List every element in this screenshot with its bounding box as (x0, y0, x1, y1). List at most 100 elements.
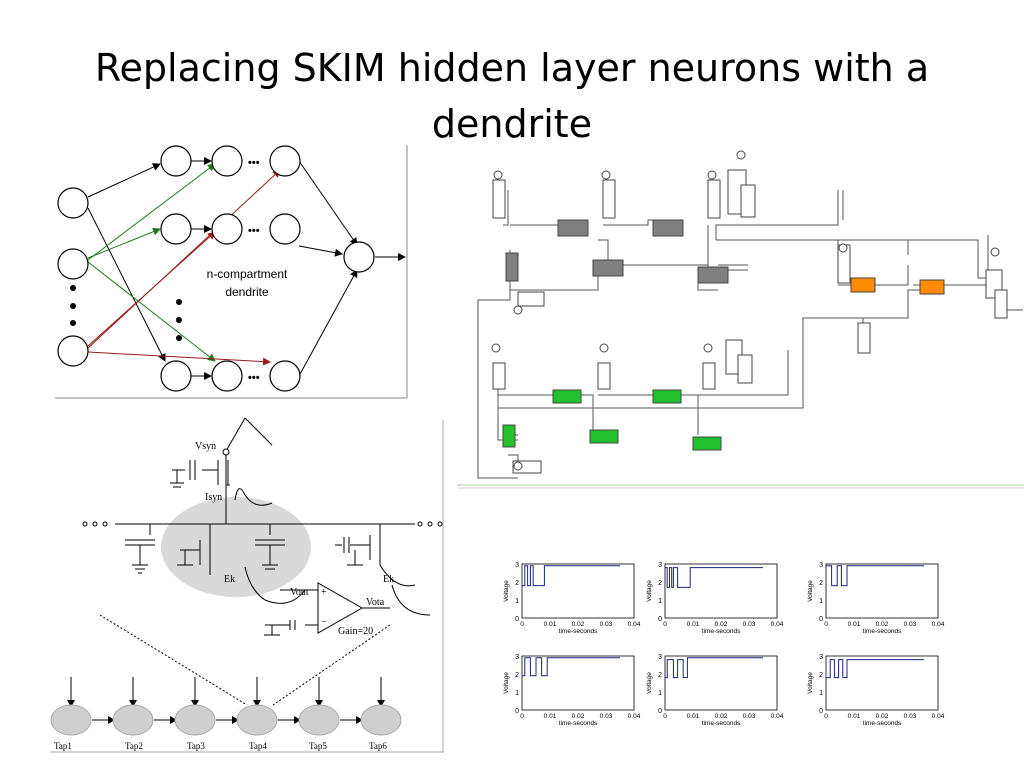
voltage-series-line (522, 657, 620, 677)
label-vsyn: Vsyn (195, 441, 216, 452)
output-neuron (343, 241, 375, 273)
x-tick-label: 0.03 (904, 713, 917, 720)
x-tick-label: 0.03 (904, 621, 917, 628)
x-axis-label: time-seconds (559, 720, 598, 727)
circuit-diagram: Vsyn Isyn Ek Ek Vout Vota Gain=20 + − Ta… (50, 417, 444, 753)
x-axis-label: time-seconds (863, 720, 902, 727)
y-tick-label: 2 (515, 580, 519, 587)
label-ek-left: Ek (224, 574, 235, 585)
x-tick-label: 0 (824, 713, 828, 720)
tap-label: Tap5 (309, 741, 327, 751)
dendrite-label-line2: dendrite (225, 285, 269, 299)
dendrite-row-bottom (160, 360, 301, 392)
x-tick-label: 0.01 (848, 621, 861, 628)
x-tick-label: 0 (520, 621, 524, 628)
y-tick-label: 2 (658, 580, 662, 587)
voltage-series-line (826, 659, 924, 679)
y-axis-label: Voltage (807, 672, 814, 694)
y-tick-label: 2 (819, 580, 823, 587)
y-tick-label: 0 (658, 708, 662, 715)
y-tick-label: 3 (819, 562, 823, 569)
x-tick-label: 0.03 (600, 713, 613, 720)
x-tick-label: 0.02 (876, 713, 889, 720)
x-tick-label: 0.04 (628, 621, 641, 628)
x-tick-label: 0 (663, 713, 667, 720)
y-axis-label: Voltage (807, 580, 814, 602)
y-axis-label: Voltage (646, 580, 653, 602)
tap-label: Tap4 (249, 741, 267, 751)
label-vota: Vota (366, 597, 385, 608)
panel-divider (460, 484, 1024, 486)
x-axis-label: time-seconds (702, 720, 741, 727)
y-tick-label: 2 (658, 672, 662, 679)
y-tick-label: 3 (515, 562, 519, 569)
label-isyn: Isyn (205, 492, 222, 503)
slide-title-line1: Replacing SKIM hidden layer neurons with… (94, 46, 930, 90)
x-tick-label: 0.04 (932, 621, 945, 628)
x-tick-label: 0.02 (572, 713, 585, 720)
y-tick-label: 1 (515, 690, 519, 697)
input-neuron (57, 187, 89, 219)
y-tick-label: 3 (819, 654, 823, 661)
block-schematic (458, 150, 1024, 489)
x-axis-label: time-seconds (559, 628, 598, 635)
y-tick-label: 1 (819, 598, 823, 605)
dendrite-row-top (160, 145, 301, 177)
x-tick-label: 0.03 (743, 713, 756, 720)
tap-label: Tap3 (187, 741, 205, 751)
y-tick-label: 2 (819, 672, 823, 679)
ellipsis-top: ••• (248, 157, 260, 169)
tap-label: Tap6 (369, 741, 387, 751)
lower-blocks (492, 339, 753, 474)
tap-arrowheads (67, 700, 385, 724)
vertical-ellipsis (70, 285, 182, 341)
x-tick-label: 0.02 (572, 621, 585, 628)
y-tick-label: 0 (819, 616, 823, 623)
x-tick-label: 0.04 (932, 713, 945, 720)
y-axis-label: Voltage (503, 580, 510, 602)
dendrite-row-middle (160, 213, 301, 245)
x-tick-label: 0.02 (876, 621, 889, 628)
y-tick-label: 0 (515, 708, 519, 715)
plot-frame (664, 563, 778, 619)
x-tick-label: 0.01 (687, 621, 700, 628)
plot-frame (825, 563, 939, 619)
voltage-series-line (665, 657, 763, 679)
voltage-series-line (826, 565, 924, 587)
label-ek-right: Ek (383, 574, 394, 585)
network-connections (87, 157, 406, 380)
input-neuron (57, 335, 89, 367)
y-tick-label: 3 (658, 562, 662, 569)
plot-frame (825, 655, 939, 711)
x-tick-label: 0.01 (687, 713, 700, 720)
tap-label: Tap2 (125, 741, 143, 751)
y-tick-label: 1 (658, 690, 662, 697)
voltage-series-line (522, 565, 620, 587)
x-tick-label: 0.03 (600, 621, 613, 628)
x-tick-label: 0 (824, 621, 828, 628)
input-neuron (57, 248, 89, 280)
label-vout: Vout (290, 587, 309, 598)
voltage-series-line (665, 567, 763, 588)
x-tick-label: 0.04 (628, 713, 641, 720)
y-axis-label: Voltage (503, 672, 510, 694)
x-axis-label: time-seconds (702, 628, 741, 635)
y-tick-label: 2 (515, 672, 519, 679)
plot-frame (664, 655, 778, 711)
y-tick-label: 3 (658, 654, 662, 661)
slide-title-line2: dendrite (431, 102, 593, 146)
x-tick-label: 0.02 (715, 621, 728, 628)
y-tick-label: 1 (658, 598, 662, 605)
bus-dots (82, 521, 443, 527)
x-tick-label: 0 (520, 713, 524, 720)
upper-blocks (492, 169, 1008, 354)
plot-frame (521, 563, 635, 619)
y-tick-label: 1 (819, 690, 823, 697)
y-tick-label: 3 (515, 654, 519, 661)
x-tick-label: 0.03 (743, 621, 756, 628)
label-gain: Gain=20 (338, 626, 373, 637)
y-tick-label: 0 (658, 616, 662, 623)
opamp-minus: − (321, 617, 327, 628)
x-tick-label: 0.01 (848, 713, 861, 720)
